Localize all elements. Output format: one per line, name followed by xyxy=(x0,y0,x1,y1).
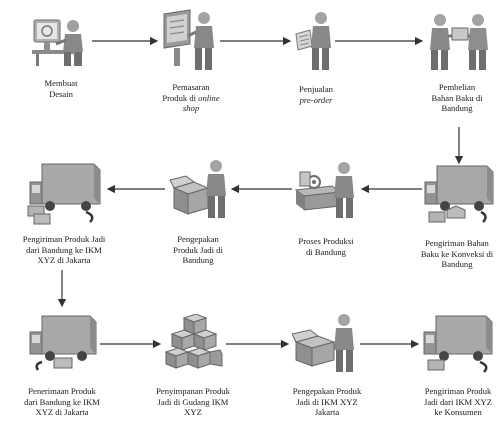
two-people-trading-icon xyxy=(430,14,488,70)
production-worker-icon xyxy=(294,162,354,218)
delivery-truck-icon xyxy=(423,315,493,373)
delivery-truck-icon xyxy=(424,165,494,223)
receiving-truck-icon xyxy=(29,315,97,371)
packing-worker-icon xyxy=(292,314,354,372)
designer-at-computer-icon xyxy=(32,19,83,66)
person-at-screen-icon xyxy=(163,9,214,70)
stacked-boxes-icon xyxy=(164,314,223,369)
packing-worker-icon xyxy=(169,160,226,218)
person-with-document-icon xyxy=(295,12,331,70)
delivery-truck-icon xyxy=(27,163,101,225)
